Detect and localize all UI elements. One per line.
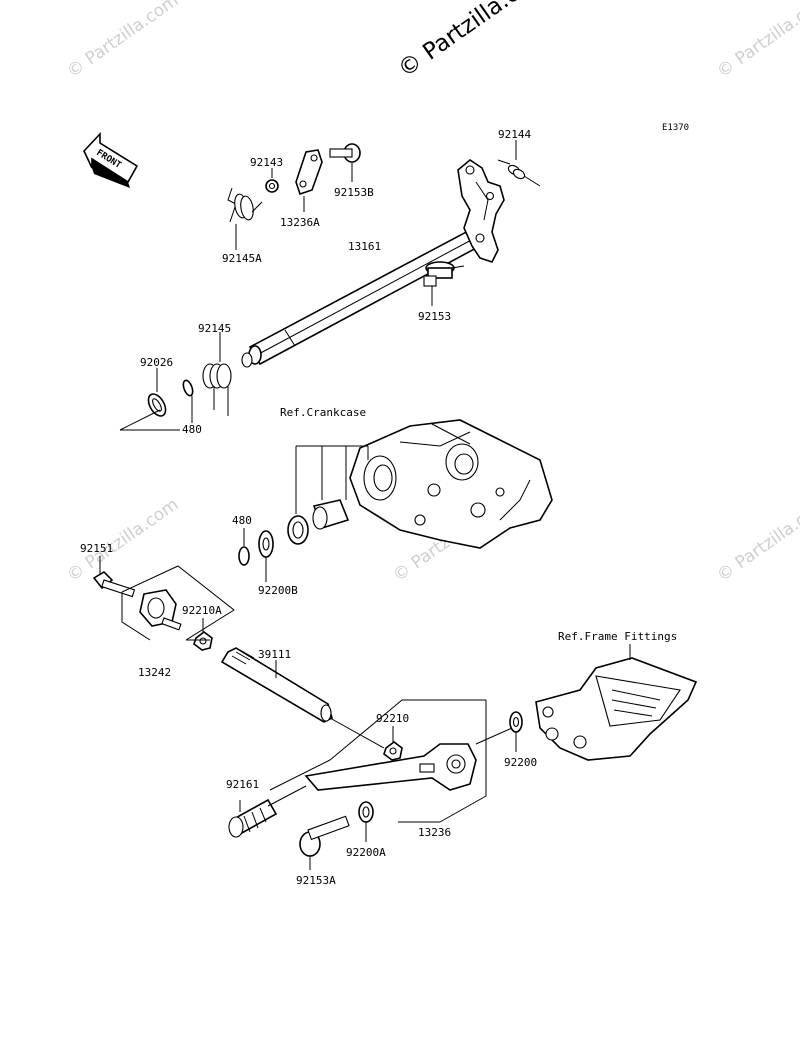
shift-pedal-13236 xyxy=(304,743,477,791)
needle-bearing xyxy=(312,499,350,530)
frame-fitting xyxy=(535,644,698,761)
bolt-92153A xyxy=(299,815,350,870)
label-92144: 92144 xyxy=(498,128,531,141)
label-92210A: 92210A xyxy=(182,604,222,617)
nut-92210 xyxy=(383,726,403,761)
spring-92145 xyxy=(202,332,232,416)
oil-seal xyxy=(287,515,309,545)
bolt-92151 xyxy=(92,556,136,598)
watermark-top-right: © Partzilla.com xyxy=(713,0,800,82)
label-ref-frame-fittings: Ref.Frame Fittings xyxy=(558,630,677,643)
lever-13236A xyxy=(295,149,323,212)
label-480-mid: 480 xyxy=(232,514,252,527)
label-92151: 92151 xyxy=(80,542,113,555)
washer-92200 xyxy=(475,711,523,752)
clamp-13242 xyxy=(139,589,182,631)
label-13236A: 13236A xyxy=(280,216,320,229)
label-92153B: 92153B xyxy=(334,186,374,199)
label-13236: 13236 xyxy=(418,826,451,839)
label-92026: 92026 xyxy=(140,356,173,369)
tie-rod-39111 xyxy=(220,647,385,749)
label-92145A: 92145A xyxy=(222,252,262,265)
label-92200A: 92200A xyxy=(346,846,386,859)
label-13242: 13242 xyxy=(138,666,171,679)
label-13161: 13161 xyxy=(348,240,381,253)
front-arrow-icon: FRONT xyxy=(83,131,139,188)
washer-92200A xyxy=(358,801,374,842)
label-92145: 92145 xyxy=(198,322,231,335)
washer-92026 xyxy=(147,368,167,417)
watermark-main: © Partzilla.com xyxy=(394,0,554,83)
label-92200B: 92200B xyxy=(258,584,298,597)
spring-92145A xyxy=(227,187,263,250)
label-92143: 92143 xyxy=(250,156,283,169)
spring-92144 xyxy=(497,140,541,187)
label-480-top: 480 xyxy=(182,423,202,436)
nut-92210A xyxy=(193,618,213,651)
watermark-top-left: © Partzilla.com xyxy=(63,0,182,82)
circlip-480-top xyxy=(182,379,194,423)
part-labels: 92144 92143 92153B 13236A 92145A 13161 9… xyxy=(80,128,677,887)
pin-92153 xyxy=(423,261,465,306)
label-ref-crankcase: Ref.Crankcase xyxy=(280,406,366,419)
label-39111: 39111 xyxy=(258,648,291,661)
diagram-code: E1370 xyxy=(662,123,689,133)
label-92210: 92210 xyxy=(376,712,409,725)
bolt-92153B xyxy=(329,143,361,182)
watermark-mid-right: © Partzilla.com xyxy=(713,494,800,586)
label-92161: 92161 xyxy=(226,778,259,791)
label-92200: 92200 xyxy=(504,756,537,769)
circlip-480-mid xyxy=(238,528,250,566)
label-92153: 92153 xyxy=(418,310,451,323)
crankcase xyxy=(349,419,553,549)
label-92153A: 92153A xyxy=(296,874,336,887)
collar-92143 xyxy=(265,168,279,193)
rubber-92161 xyxy=(228,785,307,838)
washer-92200B xyxy=(258,530,274,582)
shaft-arm-bracket xyxy=(457,159,505,263)
